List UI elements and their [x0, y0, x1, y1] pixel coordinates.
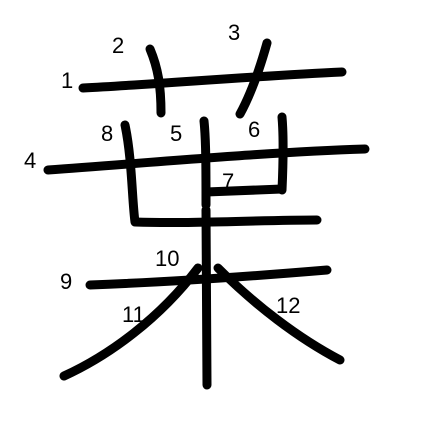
stroke-8 — [120, 120, 322, 228]
stroke-3 — [235, 38, 272, 119]
stroke-11 — [59, 263, 203, 381]
stroke-number-3: 3 — [228, 20, 240, 45]
stroke-number-12: 12 — [276, 293, 300, 318]
stroke-number-5: 5 — [170, 121, 182, 146]
stroke-number-6: 6 — [248, 117, 260, 142]
stroke-2 — [145, 44, 166, 118]
stroke-6 — [277, 112, 288, 195]
stroke-9 — [85, 265, 332, 290]
stroke-1 — [78, 67, 347, 93]
stroke-number-8: 8 — [101, 121, 113, 146]
stroke-number-10: 10 — [155, 246, 179, 271]
stroke-number-4: 4 — [24, 148, 36, 173]
stroke-number-1: 1 — [61, 68, 73, 93]
stroke-10 — [201, 205, 212, 390]
stroke-number-11: 11 — [122, 302, 145, 327]
stroke-12 — [213, 263, 345, 365]
stroke-number-2: 2 — [112, 33, 124, 58]
stroke-4 — [43, 144, 370, 175]
stroke-number-7: 7 — [222, 169, 234, 194]
stroke-7 — [201, 184, 287, 197]
stroke-number-9: 9 — [60, 269, 72, 294]
